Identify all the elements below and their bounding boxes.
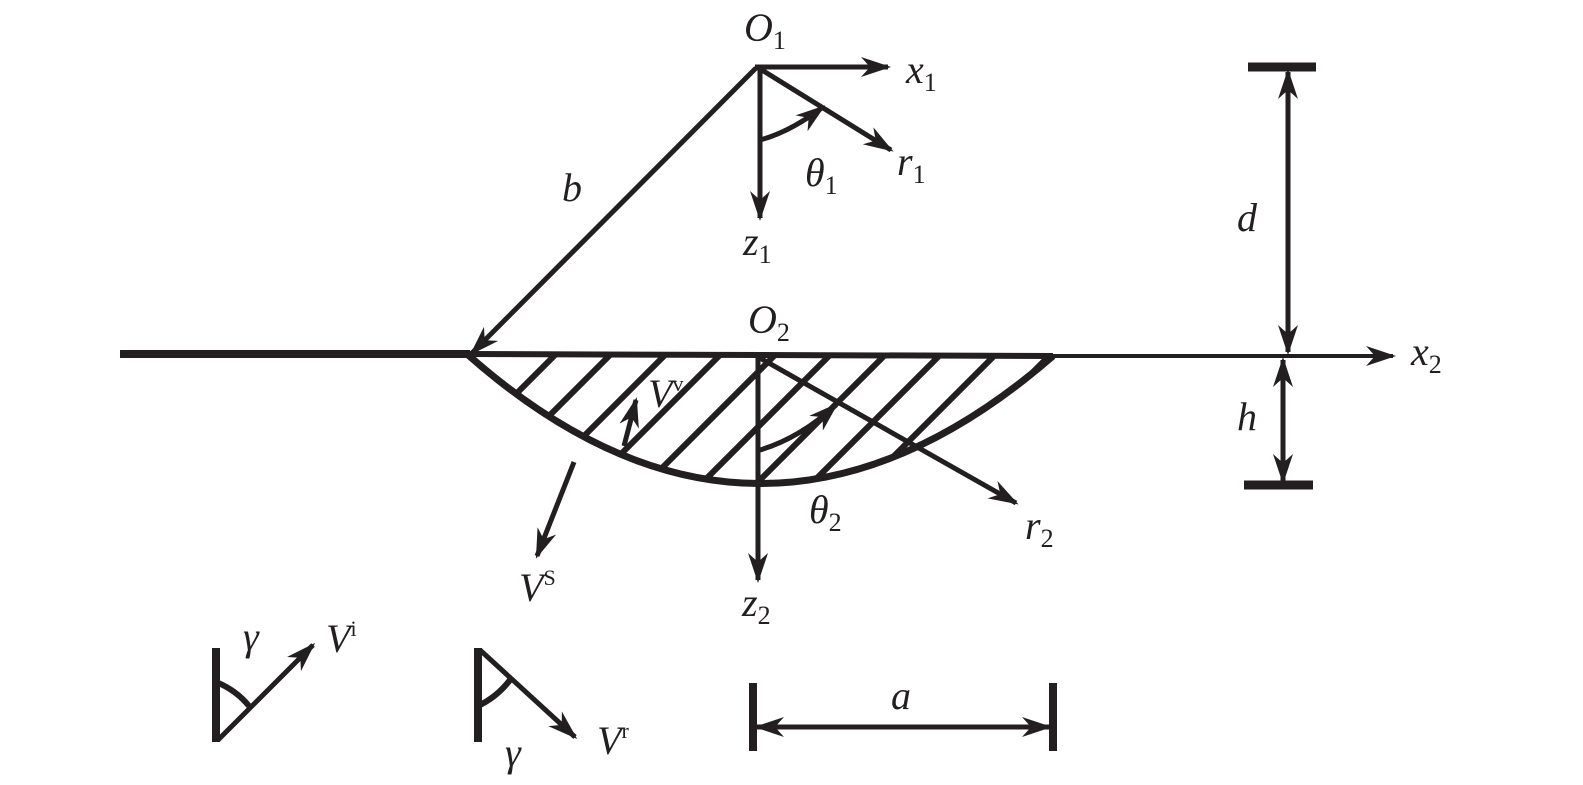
label-Vr: Vr	[597, 718, 629, 763]
label-gamma-reflected: γ	[505, 730, 521, 775]
cavity-top-line	[469, 351, 1054, 359]
label-Vi: Vi	[326, 616, 357, 661]
b-vector	[469, 66, 758, 356]
label-h: h	[1237, 394, 1257, 439]
label-r1: r1	[897, 139, 926, 189]
label-O2: O2	[748, 297, 790, 347]
label-theta2: θ2	[809, 487, 842, 537]
label-Vv: Vv	[648, 371, 684, 416]
label-O1: O1	[744, 5, 786, 55]
vs-vector	[534, 461, 577, 559]
label-z1: z1	[743, 219, 772, 269]
label-gamma-incident: γ	[243, 614, 259, 659]
incident-angle-arc	[214, 679, 252, 708]
reflected-vector	[478, 648, 578, 740]
vv-vector	[619, 397, 639, 447]
theta2-arc	[759, 402, 839, 453]
incident-vector	[216, 642, 316, 742]
reflected-angle-arc	[476, 678, 513, 709]
label-b: b	[562, 165, 582, 210]
label-d: d	[1237, 195, 1257, 240]
label-r2: r2	[1025, 503, 1054, 553]
label-x2: x2	[1411, 329, 1442, 379]
theta1-arc	[759, 105, 826, 143]
label-theta1: θ1	[805, 150, 838, 200]
label-Vs: VS	[519, 565, 556, 610]
label-x1: x1	[906, 47, 937, 97]
r2-axis	[758, 355, 1019, 506]
label-z2: z2	[742, 580, 771, 630]
label-a: a	[891, 673, 911, 718]
